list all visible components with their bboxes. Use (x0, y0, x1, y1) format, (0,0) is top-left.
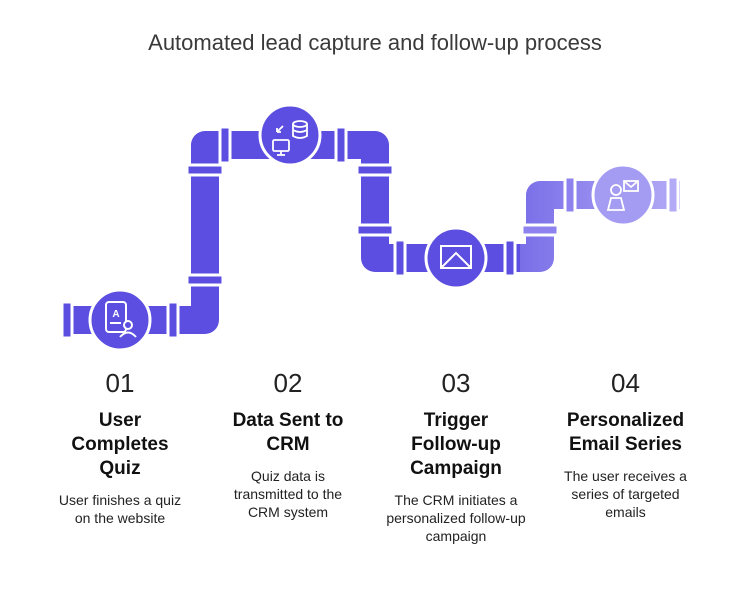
step-4: 04 Personalized Email Series The user re… (543, 368, 708, 521)
database-transfer-icon (258, 103, 322, 167)
pipe-coupling (355, 163, 395, 177)
step-description: The CRM initiates a personalized follow-… (386, 492, 526, 544)
step-3: 03 Trigger Follow-up Campaign The CRM in… (376, 368, 536, 545)
step-heading: Personalized Email Series (566, 410, 685, 455)
pipe-coupling (185, 273, 225, 287)
step-heading: User Completes Quiz (71, 410, 169, 479)
pipe-coupling (563, 175, 577, 215)
step-1: 01 User Completes Quiz User finishes a q… (40, 368, 200, 527)
diagram-title: Automated lead capture and follow-up pro… (148, 30, 602, 55)
step-description: User finishes a quiz on the website (58, 492, 182, 526)
campaign-mail-icon (424, 226, 488, 290)
step-2: 02 Data Sent to CRM Quiz data is transmi… (208, 368, 368, 521)
pipe-coupling (218, 125, 232, 165)
step-number: 02 (273, 368, 303, 398)
step-heading: Trigger Follow-up Campaign (410, 410, 502, 479)
pipe-coupling (503, 238, 517, 278)
svg-text:A: A (112, 309, 119, 320)
pipe-coupling (334, 125, 348, 165)
person-email-icon (591, 163, 655, 227)
step-number: 04 (611, 368, 640, 398)
step-description: Quiz data is transmitted to the CRM syst… (233, 468, 343, 520)
step-number: 03 (441, 368, 471, 398)
step-number: 01 (105, 368, 135, 398)
pipe-coupling (520, 223, 560, 237)
pipe-coupling (166, 300, 180, 340)
pipe-coupling (393, 238, 407, 278)
step-description: The user receives a series of targeted e… (564, 468, 687, 520)
quiz-user-icon: A (88, 288, 152, 352)
pipe-coupling (355, 223, 395, 237)
pipe-coupling (185, 163, 225, 177)
step-heading: Data Sent to CRM (232, 410, 344, 455)
pipe-coupling (666, 175, 680, 215)
pipe-coupling (60, 300, 74, 340)
